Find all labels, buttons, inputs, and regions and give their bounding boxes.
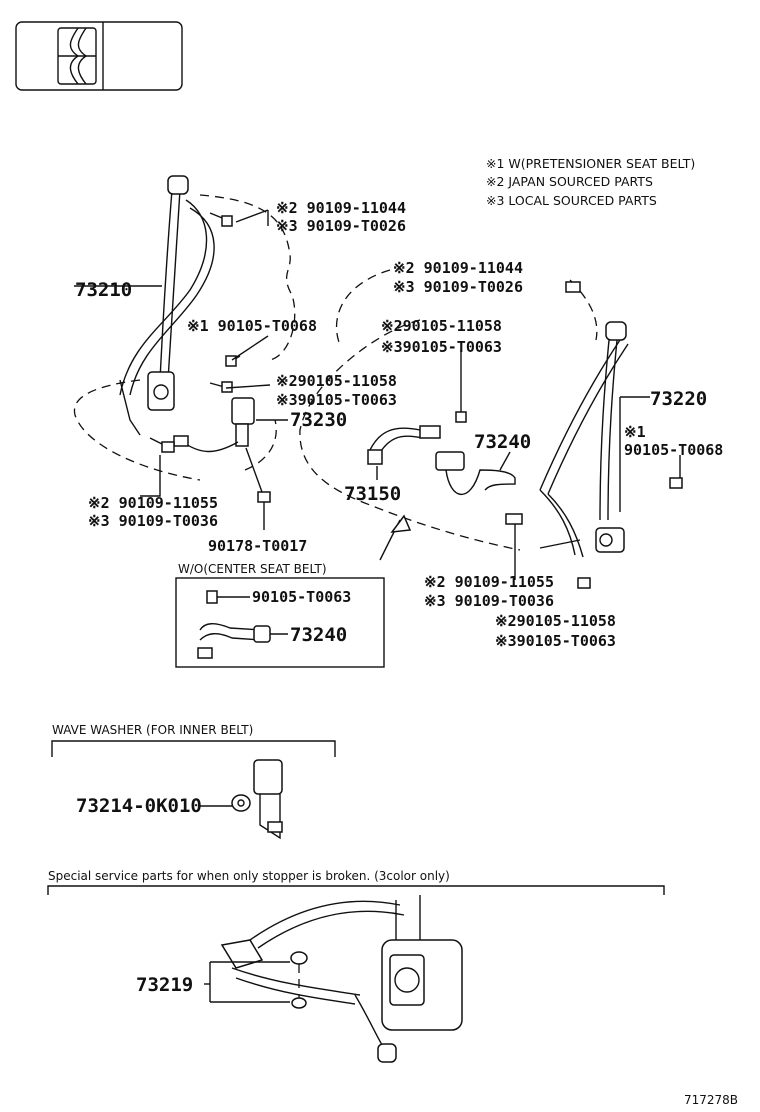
label-left-bolt-low-3: ※3 90109-T0036 — [88, 512, 218, 530]
center-seat-belt-drawing — [299, 269, 521, 561]
label-right-belt: 73220 — [650, 388, 707, 410]
label-center-bolt-2: ※290105-11058 — [381, 317, 502, 335]
label-right-bolt-mid-3: ※390105-T0063 — [495, 632, 616, 650]
legend-note-2: ※2 JAPAN SOURCED PARTS — [486, 174, 653, 189]
label-left-bolt-mid-2: ※290105-11058 — [276, 372, 397, 390]
left-seat-belt-drawing — [73, 175, 296, 530]
label-left-belt: 73210 — [75, 279, 132, 301]
label-special-part: 73219 — [136, 974, 193, 996]
label-left-nut: 90178-T0017 — [208, 537, 307, 555]
label-left-bolt-top-3: ※3 90109-T0026 — [276, 217, 406, 235]
label-center-bolt-3: ※390105-T0063 — [381, 338, 502, 356]
label-left-buckle: 73230 — [290, 409, 347, 431]
label-right-bolt-low-2: ※2 90109-11055 — [424, 573, 554, 591]
label-wave-washer-part: 73214-0K010 — [76, 795, 202, 817]
special-drawing — [204, 895, 463, 1063]
wave-washer-bracket — [51, 740, 336, 757]
label-wo-bolt: 90105-T0063 — [252, 588, 351, 606]
label-right-bolt-pre: 90105-T0068 — [624, 441, 723, 459]
label-right-bolt-mid-2: ※290105-11058 — [495, 612, 616, 630]
label-right-bolt-top-3: ※3 90109-T0026 — [393, 278, 523, 296]
special-bracket — [47, 885, 665, 895]
label-left-bolt-top-2: ※2 90109-11044 — [276, 199, 406, 217]
label-left-bolt-pre: ※1 90105-T0068 — [187, 317, 317, 335]
label-wo-buckle: 73240 — [290, 624, 347, 646]
wave-washer-title: WAVE WASHER (FOR INNER BELT) — [52, 723, 253, 737]
label-right-bolt-low-3: ※3 90109-T0036 — [424, 592, 554, 610]
label-left-bolt-low-2: ※2 90109-11055 — [88, 494, 218, 512]
label-right-bolt-top-2: ※2 90109-11044 — [393, 259, 523, 277]
special-title: Special service parts for when only stop… — [48, 869, 450, 883]
wo-center-title: W/O(CENTER SEAT BELT) — [178, 562, 327, 576]
label-center-73240: 73240 — [474, 431, 531, 453]
label-center-73150: 73150 — [344, 483, 401, 505]
label-right-pre-mark: ※1 — [624, 423, 646, 441]
right-seat-belt-drawing — [505, 279, 683, 589]
label-left-bolt-mid-3: ※390105-T0063 — [276, 391, 397, 409]
seat-icon-frame — [15, 21, 183, 91]
seat-icon — [15, 21, 183, 91]
wave-washer-drawing — [200, 759, 283, 840]
wo-center-box — [175, 577, 385, 668]
figure-id: 717278B — [684, 1093, 738, 1107]
legend-note-1: ※1 W(PRETENSIONER SEAT BELT) — [486, 156, 695, 171]
wo-center-drawing — [197, 590, 288, 659]
legend-note-3: ※3 LOCAL SOURCED PARTS — [486, 193, 657, 208]
